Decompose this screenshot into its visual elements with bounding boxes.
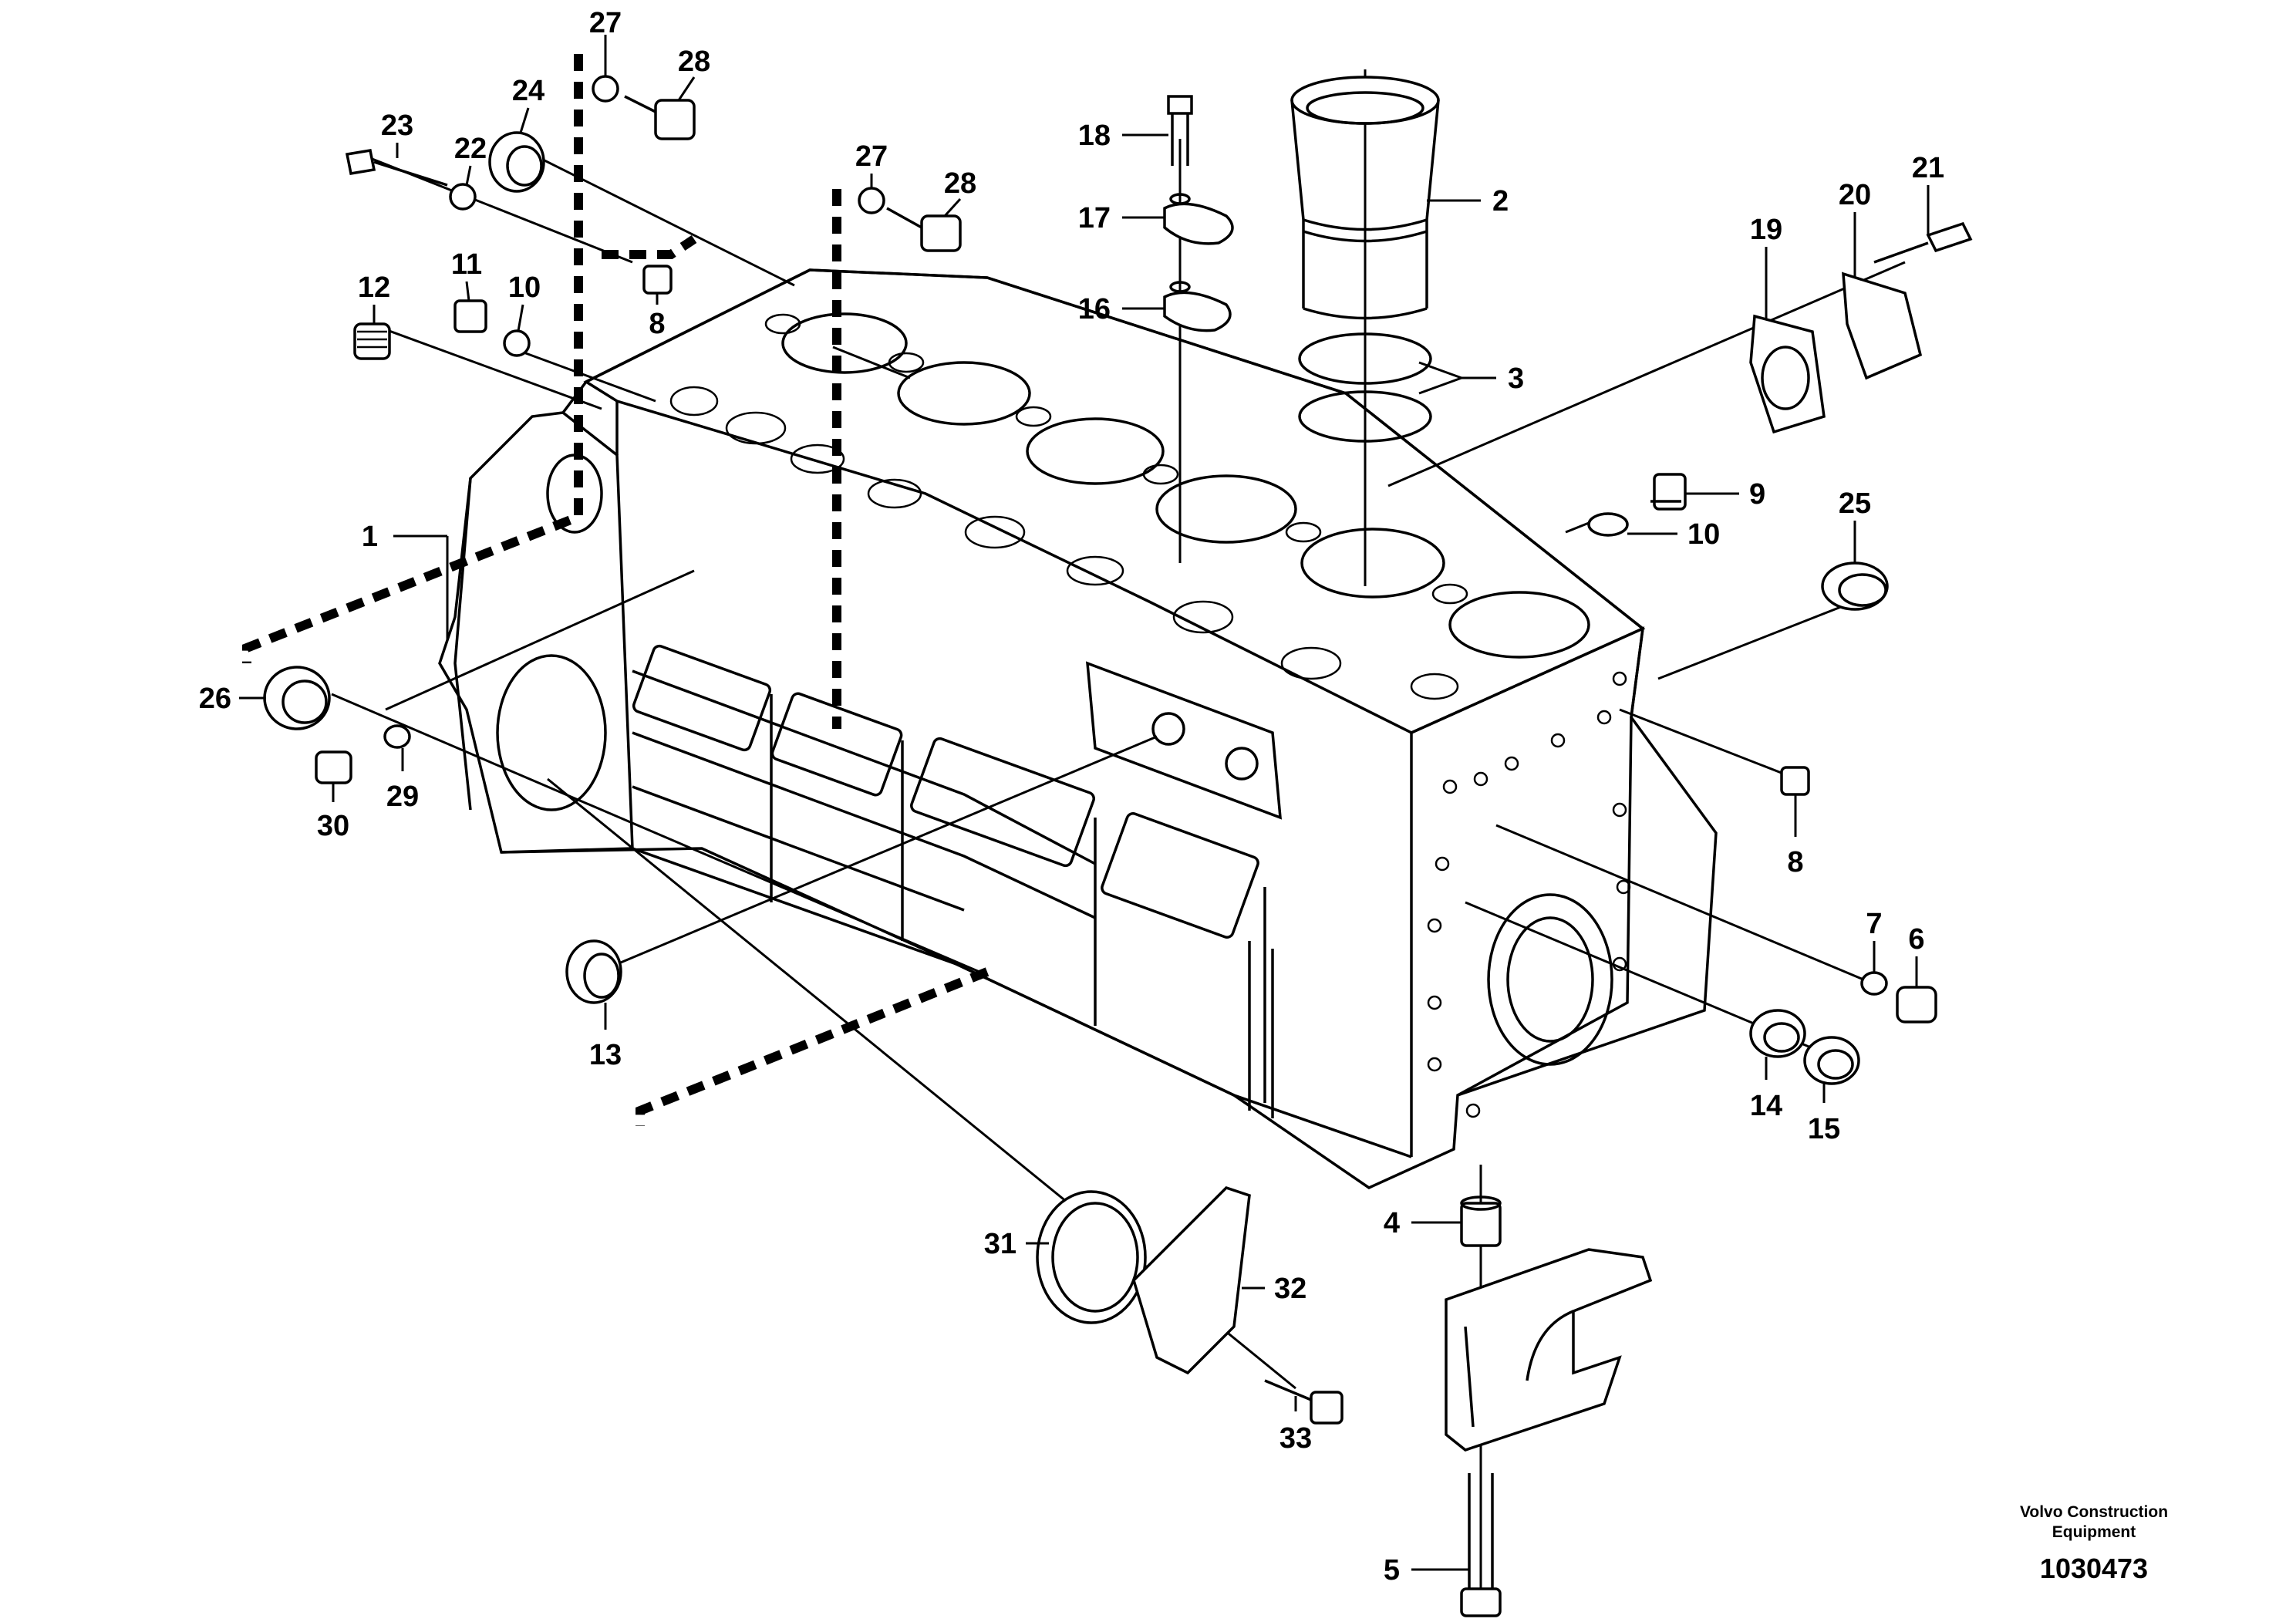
callout-33: 33 xyxy=(1279,1422,1312,1455)
callout-25: 25 xyxy=(1839,487,1871,520)
callout-5: 5 xyxy=(1384,1554,1400,1587)
callout-27-mid: 27 xyxy=(855,140,888,173)
callout-28-mid: 28 xyxy=(944,167,976,200)
end-face-holes xyxy=(1427,671,1631,1118)
washer-22 xyxy=(449,183,477,211)
callout-17: 17 xyxy=(1078,202,1111,234)
bolt-23 xyxy=(345,148,448,187)
callout-22: 22 xyxy=(454,133,487,165)
gasket-16 xyxy=(1163,281,1232,332)
callout-12: 12 xyxy=(358,271,390,304)
callout-labels: 1 2 3 4 5 6 7 8 8 9 10 10 11 xyxy=(199,7,1944,1587)
plug-12 xyxy=(353,322,391,360)
sleeve-24 xyxy=(488,131,545,193)
callout-13: 13 xyxy=(589,1039,622,1071)
callout-6: 6 xyxy=(1908,923,1924,956)
callout-29: 29 xyxy=(386,781,419,813)
callout-8-right: 8 xyxy=(1787,846,1803,878)
bolt-5 xyxy=(1460,1473,1502,1617)
bolt-21 xyxy=(1873,221,1973,264)
callout-2: 2 xyxy=(1492,185,1509,218)
plug-28-mid xyxy=(886,207,962,252)
brand-line-2: Equipment xyxy=(2052,1523,2136,1541)
callout-32: 32 xyxy=(1274,1273,1306,1305)
callout-7: 7 xyxy=(1866,908,1882,940)
cover-plate-17 xyxy=(1163,193,1234,245)
callout-23: 23 xyxy=(381,110,413,142)
callout-19: 19 xyxy=(1750,214,1782,246)
cylinder-bores xyxy=(669,312,1590,700)
sleeve-4 xyxy=(1460,1195,1502,1247)
callout-15: 15 xyxy=(1808,1113,1840,1145)
washer-7 xyxy=(1860,971,1888,996)
callout-24: 24 xyxy=(512,75,544,107)
callout-14: 14 xyxy=(1750,1090,1782,1122)
cover-32 xyxy=(1132,1185,1251,1375)
plug-30 xyxy=(315,750,352,784)
plug-28-left xyxy=(624,95,696,140)
callout-11: 11 xyxy=(451,248,482,281)
gasket-31 xyxy=(1036,1190,1147,1324)
plug-9 xyxy=(1650,473,1687,511)
washer-27-mid xyxy=(858,187,885,214)
seal-15 xyxy=(1803,1036,1860,1085)
callout-8-left: 8 xyxy=(649,308,665,340)
callout-27-left: 27 xyxy=(589,7,622,39)
washer-10-left xyxy=(503,329,531,357)
seal-13 xyxy=(565,939,622,1004)
dashed-routing-lines xyxy=(242,54,990,1126)
drawing-number: 1030473 xyxy=(2040,1553,2148,1584)
washer-27-left xyxy=(592,75,619,103)
gasket-19 xyxy=(1749,314,1826,434)
cylinder-liner xyxy=(1290,76,1440,320)
seal-25 xyxy=(1821,561,1889,611)
washer-10-right xyxy=(1587,512,1629,537)
callout-30: 30 xyxy=(317,810,349,842)
callout-10-left: 10 xyxy=(508,271,541,304)
bolt-33 xyxy=(1264,1379,1344,1425)
callout-31: 31 xyxy=(984,1228,1017,1260)
plug-6 xyxy=(1896,986,1937,1023)
callout-28-left: 28 xyxy=(678,46,710,78)
engine-block xyxy=(438,268,1718,1190)
callout-21: 21 xyxy=(1912,152,1944,184)
callout-9: 9 xyxy=(1749,478,1765,511)
o-rings xyxy=(1298,332,1432,443)
plug-8-left xyxy=(642,265,673,295)
callout-3: 3 xyxy=(1508,363,1524,395)
bolt-18 xyxy=(1167,95,1193,166)
washer-29 xyxy=(383,724,411,749)
callout-4: 4 xyxy=(1384,1207,1400,1239)
callout-10-right: 10 xyxy=(1687,518,1720,551)
callout-18: 18 xyxy=(1078,120,1111,152)
callout-16: 16 xyxy=(1078,293,1111,325)
footer: Volvo Construction Equipment 1030473 xyxy=(2020,1503,2168,1584)
seal-14 xyxy=(1749,1009,1806,1058)
main-bearing-cap xyxy=(1445,1248,1653,1452)
brand-line-1: Volvo Construction xyxy=(2020,1503,2168,1521)
callout-20: 20 xyxy=(1839,179,1871,211)
callout-1: 1 xyxy=(362,521,378,553)
screw-11 xyxy=(453,299,487,333)
callout-26: 26 xyxy=(199,683,231,715)
seal-26 xyxy=(263,666,331,730)
plug-8-right xyxy=(1780,766,1810,796)
cover-20 xyxy=(1842,271,1923,380)
